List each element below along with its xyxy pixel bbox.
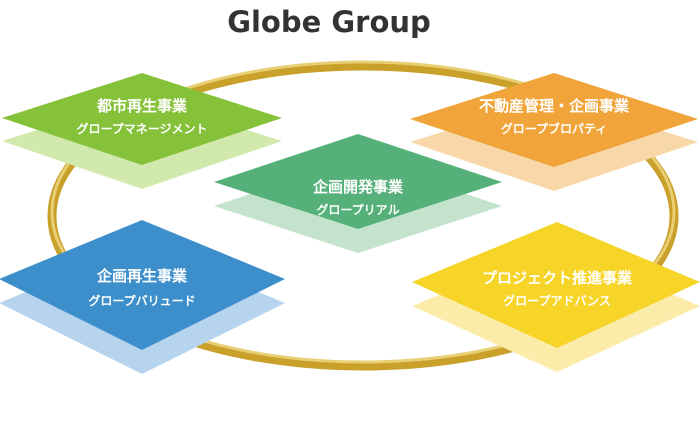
division-property-name: 不動産管理・企画事業 (479, 97, 630, 115)
division-planning-company: グロープバリュード (88, 293, 195, 308)
division-planning-name: 企画再生事業 (96, 267, 188, 285)
division-project-diamond (412, 222, 700, 348)
division-urban: 都市再生事業 グロープマネージメント (2, 73, 282, 189)
division-development-company: グロープリアル (316, 202, 399, 217)
division-development-diamond (214, 134, 502, 229)
division-urban-diamond (2, 73, 282, 165)
globe-ring (47, 60, 679, 371)
division-planning-diamond (0, 220, 285, 350)
division-urban-company: グロープマネージメント (76, 121, 207, 136)
diagram-title: Globe Group (227, 5, 431, 39)
division-property: 不動産管理・企画事業 グロープブロパティ (410, 73, 698, 191)
division-project: プロジェクト推進事業 グロープアドバンス (412, 222, 700, 372)
division-planning: 企画再生事業 グロープバリュード (0, 220, 285, 374)
division-development-name: 企画開発事業 (312, 178, 404, 196)
division-property-diamond (410, 73, 698, 167)
division-property-company: グロープブロパティ (501, 121, 608, 136)
division-urban-name: 都市再生事業 (96, 97, 188, 115)
division-project-name: プロジェクト推進事業 (482, 269, 633, 287)
division-project-company: グロープアドバンス (503, 293, 611, 308)
division-development: 企画開発事業 グロープリアル (214, 134, 502, 253)
ring-highlight (50, 60, 676, 364)
